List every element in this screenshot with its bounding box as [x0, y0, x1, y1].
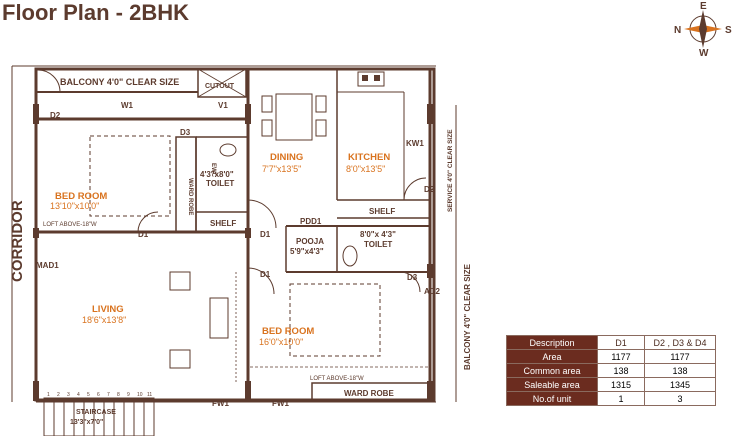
page-title: Floor Plan - 2BHK: [2, 0, 190, 25]
stair-step-number: 4: [77, 392, 80, 398]
balcony-top-label: BALCONY 4'0" CLEAR SIZE: [60, 77, 179, 87]
stair-step-number: 10: [137, 392, 143, 398]
pooja-dim: 5'9"x4'3": [290, 247, 324, 256]
stair-step-number: 2: [57, 392, 60, 398]
fw1-a-label: FW1: [212, 399, 229, 408]
ewc-label: EWC: [210, 163, 216, 178]
table-cell: Common area: [506, 363, 598, 378]
cutout-label: CUTOUT: [205, 83, 235, 90]
staircase: [43, 397, 155, 436]
staircase-label: STAIRCASE: [76, 409, 116, 416]
v1-label: V1: [218, 101, 228, 110]
loft1-label: LOFT ABOVE-18"W: [43, 222, 97, 228]
d3-right-label: D3: [407, 273, 418, 282]
table-cell: 3: [644, 391, 716, 406]
balcony-right-label: BALCONY 4'0" CLEAR SIZE: [463, 263, 472, 370]
staircase-dim: 13'3"x7'0": [70, 419, 103, 426]
ward-robe-vertical-label: WARD ROBE: [187, 178, 193, 215]
table-row: Saleable area 1315 1345: [506, 377, 716, 392]
stair-step-number: 3: [67, 392, 70, 398]
walls: [11, 65, 457, 403]
table-cell: 1315: [597, 377, 645, 392]
toilet1-dim: 4'3"x8'0": [200, 170, 234, 179]
toilet2-dim: 8'0"x 4'3": [360, 230, 396, 239]
bedroom2-dim: 16'0"x10'0": [259, 337, 303, 347]
table-header: D2 , D3 & D4: [644, 335, 716, 350]
kitchen-label: KITCHEN: [348, 152, 390, 163]
table-cell: Saleable area: [506, 377, 598, 392]
table-row: Common area 138 138: [506, 363, 716, 378]
stair-step-number: 9: [127, 392, 130, 398]
stair-step-number: 8: [117, 392, 120, 398]
table-cell: 138: [597, 363, 645, 378]
fw1-b-label: FW1: [272, 399, 289, 408]
dining-dim: 7'7"x13'5": [262, 164, 301, 174]
table-cell: Area: [506, 349, 598, 364]
ad2-label: AD2: [424, 287, 441, 296]
toilet2-label: TOILET: [364, 240, 392, 249]
table-cell: 1177: [597, 349, 645, 364]
table-row: Area 1177 1177: [506, 349, 716, 364]
pooja-label: POOJA: [296, 237, 324, 246]
stair-step-number: 11: [147, 392, 152, 398]
compass-west: W: [699, 48, 709, 59]
shelf1-label: SHELF: [210, 219, 236, 228]
d1-mid-a-label: D1: [260, 230, 271, 239]
area-table: Description D1 D2 , D3 & D4 Area 1177 11…: [506, 335, 716, 406]
d1-mid-b-label: D1: [260, 270, 271, 279]
d1-left-label: D1: [138, 230, 149, 239]
table-cell: 138: [644, 363, 716, 378]
stair-step-numbers: 1 2 3 4 5 6 7 8 9 10 11: [47, 392, 152, 398]
table-cell: No.of unit: [506, 391, 598, 406]
table-row: No.of unit 1 3: [506, 391, 716, 406]
toilet1-label: TOILET: [206, 179, 234, 188]
kitchen-dim: 8'0"x13'5": [346, 164, 385, 174]
furniture: [36, 69, 427, 369]
stair-step-number: 1: [47, 392, 50, 398]
service-label: SERVICE 4'0" CLEAR SIZE: [447, 129, 454, 212]
dining-label: DINING: [270, 152, 303, 163]
compass-south: S: [725, 25, 732, 36]
compass-north: N: [674, 25, 681, 36]
w1-label: W1: [121, 101, 134, 110]
table-cell: 1177: [644, 349, 716, 364]
table-cell: 1: [597, 391, 645, 406]
table-header-row: Description D1 D2 , D3 & D4: [506, 335, 716, 350]
stair-step-number: 5: [87, 392, 90, 398]
columns: [33, 104, 433, 401]
d3-top-label: D3: [180, 128, 191, 137]
stove-burners: [362, 75, 380, 81]
mad1-label: MAD1: [36, 261, 59, 270]
kw1-label: KW1: [406, 139, 424, 148]
table-header: D1: [597, 335, 645, 350]
ward-robe-horizontal-label: WARD ROBE: [344, 389, 394, 398]
compass-icon: E N S W: [674, 1, 732, 59]
bedroom1-dim: 13'10"x10'0": [50, 201, 99, 211]
shelf2-label: SHELF: [369, 207, 395, 216]
loft2-label: LOFT ABOVE-18"W: [310, 376, 364, 382]
bedroom1-label: BED ROOM: [55, 191, 107, 202]
stair-step-number: 7: [107, 392, 110, 398]
bedroom2-label: BED ROOM: [262, 326, 314, 337]
corridor-label: CORRIDOR: [9, 200, 26, 282]
living-label: LIVING: [92, 304, 124, 315]
stair-step-number: 6: [97, 392, 100, 398]
d2-right-label: D2: [424, 185, 435, 194]
pdd1-label: PDD1: [300, 217, 322, 226]
compass-east: E: [700, 1, 707, 12]
table-cell: 1345: [644, 377, 716, 392]
d2-top-label: D2: [50, 111, 61, 120]
table-header: Description: [506, 335, 598, 350]
living-dim: 18'6"x13'8": [82, 315, 126, 325]
